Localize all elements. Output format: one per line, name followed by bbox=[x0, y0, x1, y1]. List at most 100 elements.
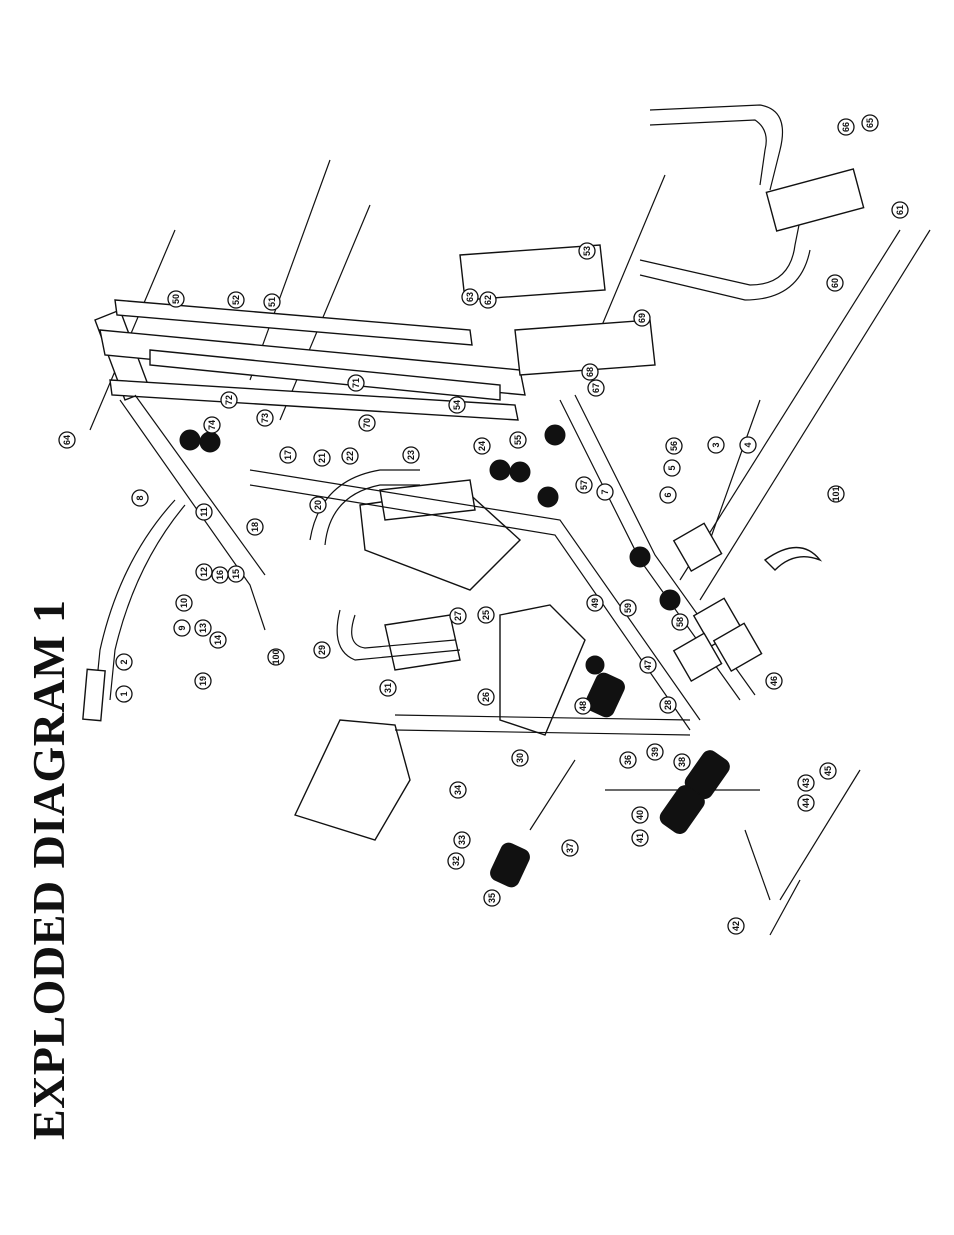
callout-circle bbox=[765, 672, 783, 690]
callout-number: 17 bbox=[283, 450, 293, 460]
callout-33: 33 bbox=[453, 831, 471, 849]
callout-49: 49 bbox=[586, 594, 604, 612]
callout-number: 24 bbox=[477, 441, 487, 451]
callout-circle bbox=[347, 374, 365, 392]
callout-circle bbox=[633, 309, 651, 327]
callout-65: 65 bbox=[861, 114, 879, 132]
callout-6: 6 bbox=[659, 486, 677, 504]
callout-circle bbox=[707, 436, 725, 454]
callout-number: 73 bbox=[260, 413, 270, 423]
callout-number: 29 bbox=[317, 645, 327, 655]
callout-circle bbox=[194, 619, 212, 637]
callout-circle bbox=[477, 606, 495, 624]
callout-circle bbox=[175, 594, 193, 612]
callout-73: 73 bbox=[256, 409, 274, 427]
callout-circle bbox=[479, 291, 497, 309]
callout-51: 51 bbox=[263, 293, 281, 311]
callout-number: 38 bbox=[677, 757, 687, 767]
callout-number: 39 bbox=[650, 747, 660, 757]
callout-circle bbox=[256, 409, 274, 427]
callout-number: 62 bbox=[483, 295, 493, 305]
callout-circle bbox=[578, 242, 596, 260]
callout-56: 56 bbox=[665, 437, 683, 455]
callout-100: 100 bbox=[267, 648, 285, 666]
callout-circle bbox=[246, 518, 264, 536]
callout-59: 59 bbox=[619, 599, 637, 617]
callout-circle bbox=[402, 446, 420, 464]
callout-circle bbox=[631, 806, 649, 824]
callout-4: 4 bbox=[739, 436, 757, 454]
callout-circle bbox=[619, 599, 637, 617]
callout-circle bbox=[341, 447, 359, 465]
callout-12: 12 bbox=[195, 563, 213, 581]
callout-1: 1 bbox=[115, 685, 133, 703]
callout-66: 66 bbox=[837, 118, 855, 136]
callout-number: 31 bbox=[383, 683, 393, 693]
callout-41: 41 bbox=[631, 829, 649, 847]
callout-circle bbox=[511, 749, 529, 767]
callout-circle bbox=[211, 566, 229, 584]
callout-circle bbox=[461, 288, 479, 306]
callout-53: 53 bbox=[578, 242, 596, 260]
callout-number: 50 bbox=[171, 294, 181, 304]
callout-circle bbox=[209, 631, 227, 649]
callout-number: 49 bbox=[590, 598, 600, 608]
callout-number: 32 bbox=[451, 856, 461, 866]
callout-57: 57 bbox=[575, 476, 593, 494]
callout-58: 58 bbox=[671, 613, 689, 631]
callout-60: 60 bbox=[826, 274, 844, 292]
callout-61: 61 bbox=[891, 201, 909, 219]
callout-38: 38 bbox=[673, 753, 691, 771]
callout-19: 19 bbox=[194, 672, 212, 690]
callout-number: 14 bbox=[213, 635, 223, 645]
callout-number: 74 bbox=[207, 420, 217, 430]
callout-number: 18 bbox=[250, 522, 260, 532]
callout-circle bbox=[449, 781, 467, 799]
callout-number: 55 bbox=[513, 435, 523, 445]
callout-circle bbox=[663, 459, 681, 477]
callout-circle bbox=[447, 852, 465, 870]
callout-circle bbox=[358, 414, 376, 432]
callout-circle bbox=[727, 917, 745, 935]
callout-number: 25 bbox=[481, 610, 491, 620]
callout-45: 45 bbox=[819, 762, 837, 780]
callout-number: 5 bbox=[667, 465, 677, 470]
callout-circle bbox=[167, 290, 185, 308]
callout-number: 64 bbox=[62, 435, 72, 445]
callout-circle bbox=[279, 446, 297, 464]
callout-40: 40 bbox=[631, 806, 649, 824]
callout-number: 15 bbox=[231, 569, 241, 579]
callout-3: 3 bbox=[707, 436, 725, 454]
callout-number: 65 bbox=[865, 118, 875, 128]
callout-number: 12 bbox=[199, 567, 209, 577]
callout-circle bbox=[313, 449, 331, 467]
callout-circle bbox=[665, 437, 683, 455]
callout-10: 10 bbox=[175, 594, 193, 612]
callout-circle bbox=[797, 794, 815, 812]
callout-26: 26 bbox=[477, 688, 495, 706]
callout-13: 13 bbox=[194, 619, 212, 637]
callout-number: 23 bbox=[406, 450, 416, 460]
callout-64: 64 bbox=[58, 431, 76, 449]
callout-circle bbox=[659, 696, 677, 714]
callout-number: 60 bbox=[830, 278, 840, 288]
callout-circle bbox=[646, 743, 664, 761]
callout-number: 51 bbox=[267, 297, 277, 307]
callout-number: 35 bbox=[487, 893, 497, 903]
callout-7: 7 bbox=[596, 483, 614, 501]
callout-number: 72 bbox=[224, 395, 234, 405]
callout-circle bbox=[797, 774, 815, 792]
callout-circle bbox=[826, 274, 844, 292]
callout-55: 55 bbox=[509, 431, 527, 449]
callout-circle bbox=[173, 619, 191, 637]
callout-number: 54 bbox=[452, 400, 462, 410]
callout-circle bbox=[448, 396, 466, 414]
callout-14: 14 bbox=[209, 631, 227, 649]
callout-15: 15 bbox=[227, 565, 245, 583]
callout-circle bbox=[115, 685, 133, 703]
callout-circle bbox=[309, 496, 327, 514]
callout-circle bbox=[659, 486, 677, 504]
callout-number: 68 bbox=[585, 367, 595, 377]
callout-number: 56 bbox=[669, 441, 679, 451]
